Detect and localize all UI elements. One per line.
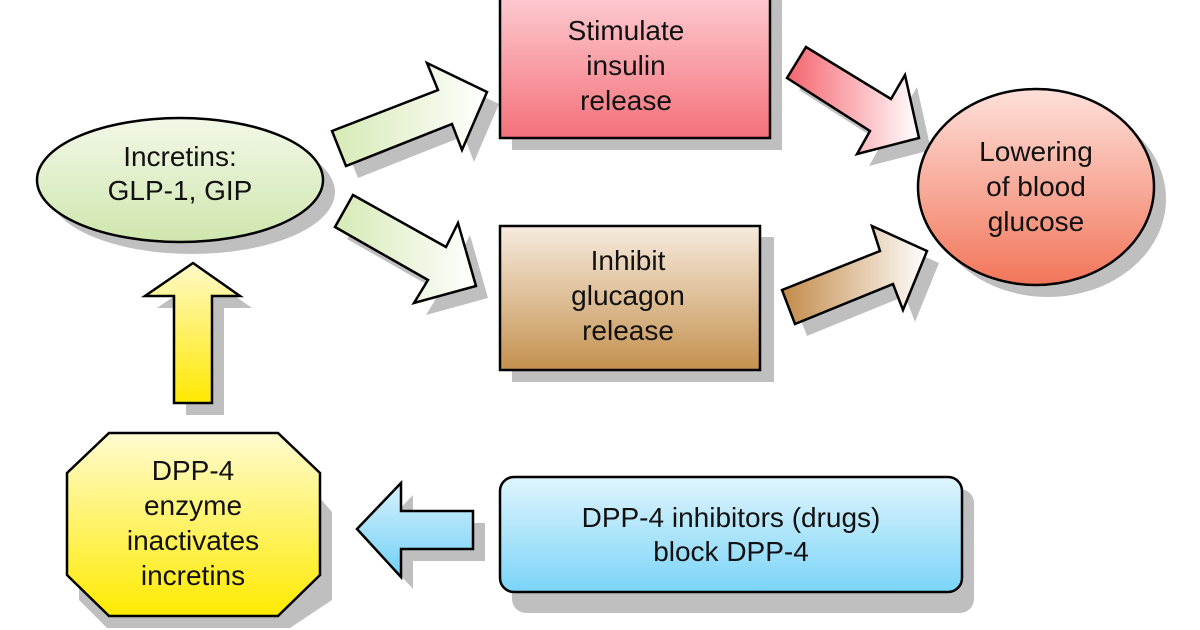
node-incretins: Incretins: GLP-1, GIP xyxy=(35,116,325,244)
node-insulin-line: Stimulate xyxy=(568,15,685,46)
node-glucagon: Inhibit glucagon release xyxy=(498,224,762,372)
node-glucose-line: Lowering xyxy=(979,136,1093,167)
arrow-glucagon-to-glucose xyxy=(780,223,929,326)
node-drugs: DPP-4 inhibitors (drugs) block DPP-4 xyxy=(498,475,964,594)
node-glucose-line: glucose xyxy=(988,206,1085,237)
arrow-dpp4-to-incretins xyxy=(140,261,244,405)
arrow-insulin-to-glucose xyxy=(785,45,921,156)
node-drugs-line: DPP-4 inhibitors (drugs) xyxy=(582,502,881,533)
node-dpp4-line: inactivates xyxy=(127,525,259,556)
node-insulin-line: insulin xyxy=(586,50,665,81)
node-glucagon-line: release xyxy=(582,315,674,346)
arrow-incretins-to-glucagon xyxy=(333,193,478,306)
node-glucagon-line: glucagon xyxy=(571,280,685,311)
node-glucose: Lowering of blood glucose xyxy=(916,87,1156,287)
node-dpp4-line: incretins xyxy=(141,560,245,591)
arrow-incretins-to-insulin xyxy=(330,60,489,168)
node-glucagon-line: Inhibit xyxy=(591,245,666,276)
node-dpp4-line: DPP-4 xyxy=(152,455,234,486)
node-drugs-line: block DPP-4 xyxy=(653,536,809,567)
node-dpp4-line: enzyme xyxy=(144,490,242,521)
arrow-drugs-to-dpp4 xyxy=(355,479,475,581)
node-insulin: Stimulate insulin release xyxy=(498,0,772,140)
node-glucose-line: of blood xyxy=(986,171,1086,202)
node-incretins-line: Incretins: xyxy=(123,141,237,172)
node-incretins-line: GLP-1, GIP xyxy=(108,175,253,206)
node-insulin-line: release xyxy=(580,85,672,116)
node-dpp4: DPP-4 enzyme inactivates incretins xyxy=(65,431,322,618)
